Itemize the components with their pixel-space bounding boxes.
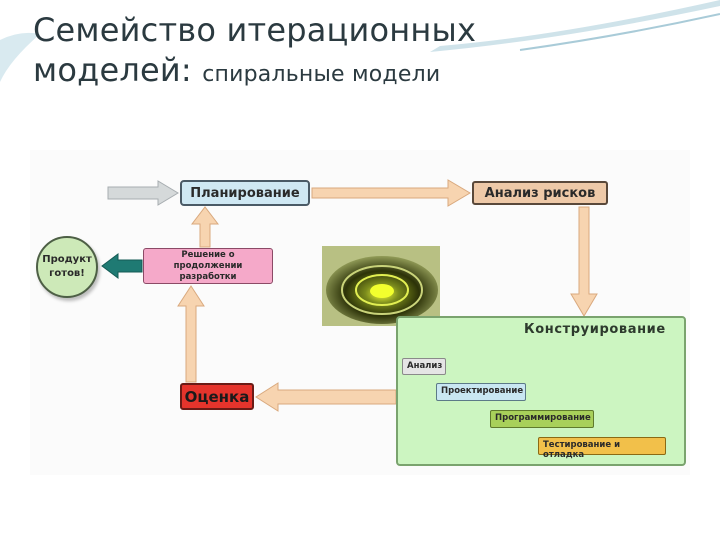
- step-programming: Программирование: [490, 410, 594, 428]
- arrow-construct-to-eval: [255, 382, 397, 412]
- arrow-eval-to-decision: [177, 285, 205, 383]
- construction-title: Конструирование: [524, 322, 666, 337]
- title-line-2: моделей: спиральные модели: [33, 50, 633, 95]
- construction-panel: Конструирование Анализ Проектирование Пр…: [396, 316, 686, 466]
- step-analysis: Анализ: [402, 358, 446, 375]
- spiral-image: [322, 246, 440, 326]
- planning-box: Планирование: [180, 180, 310, 206]
- decision-box: Решение о продолжении разработки: [143, 248, 273, 284]
- arrow-decision-to-plan: [190, 206, 220, 248]
- arrow-decision-to-done: [101, 253, 143, 279]
- title-line-1: Семейство итерационных: [33, 11, 477, 49]
- product-ready-circle: Продукт готов!: [36, 236, 98, 298]
- risk-analysis-box: Анализ рисков: [472, 181, 608, 205]
- spiral-model-diagram: Планирование Анализ рисков Решение о про…: [30, 150, 690, 475]
- title-line-2-main: моделей:: [33, 51, 192, 89]
- step-testing: Тестирование и отладка: [538, 437, 666, 460]
- slide-title: Семейство итерационных моделей: спиральн…: [33, 10, 633, 95]
- flow-arrows: [101, 179, 604, 433]
- evaluation-box: Оценка: [180, 383, 254, 410]
- step-design: Проектирование: [436, 383, 526, 401]
- arrow-risk-to-construct: [570, 206, 598, 317]
- input-arrow: [107, 180, 179, 206]
- title-decoration: [0, 0, 720, 82]
- slide-subtitle: спиральные модели: [202, 62, 441, 87]
- arrow-plan-to-risk: [311, 179, 471, 207]
